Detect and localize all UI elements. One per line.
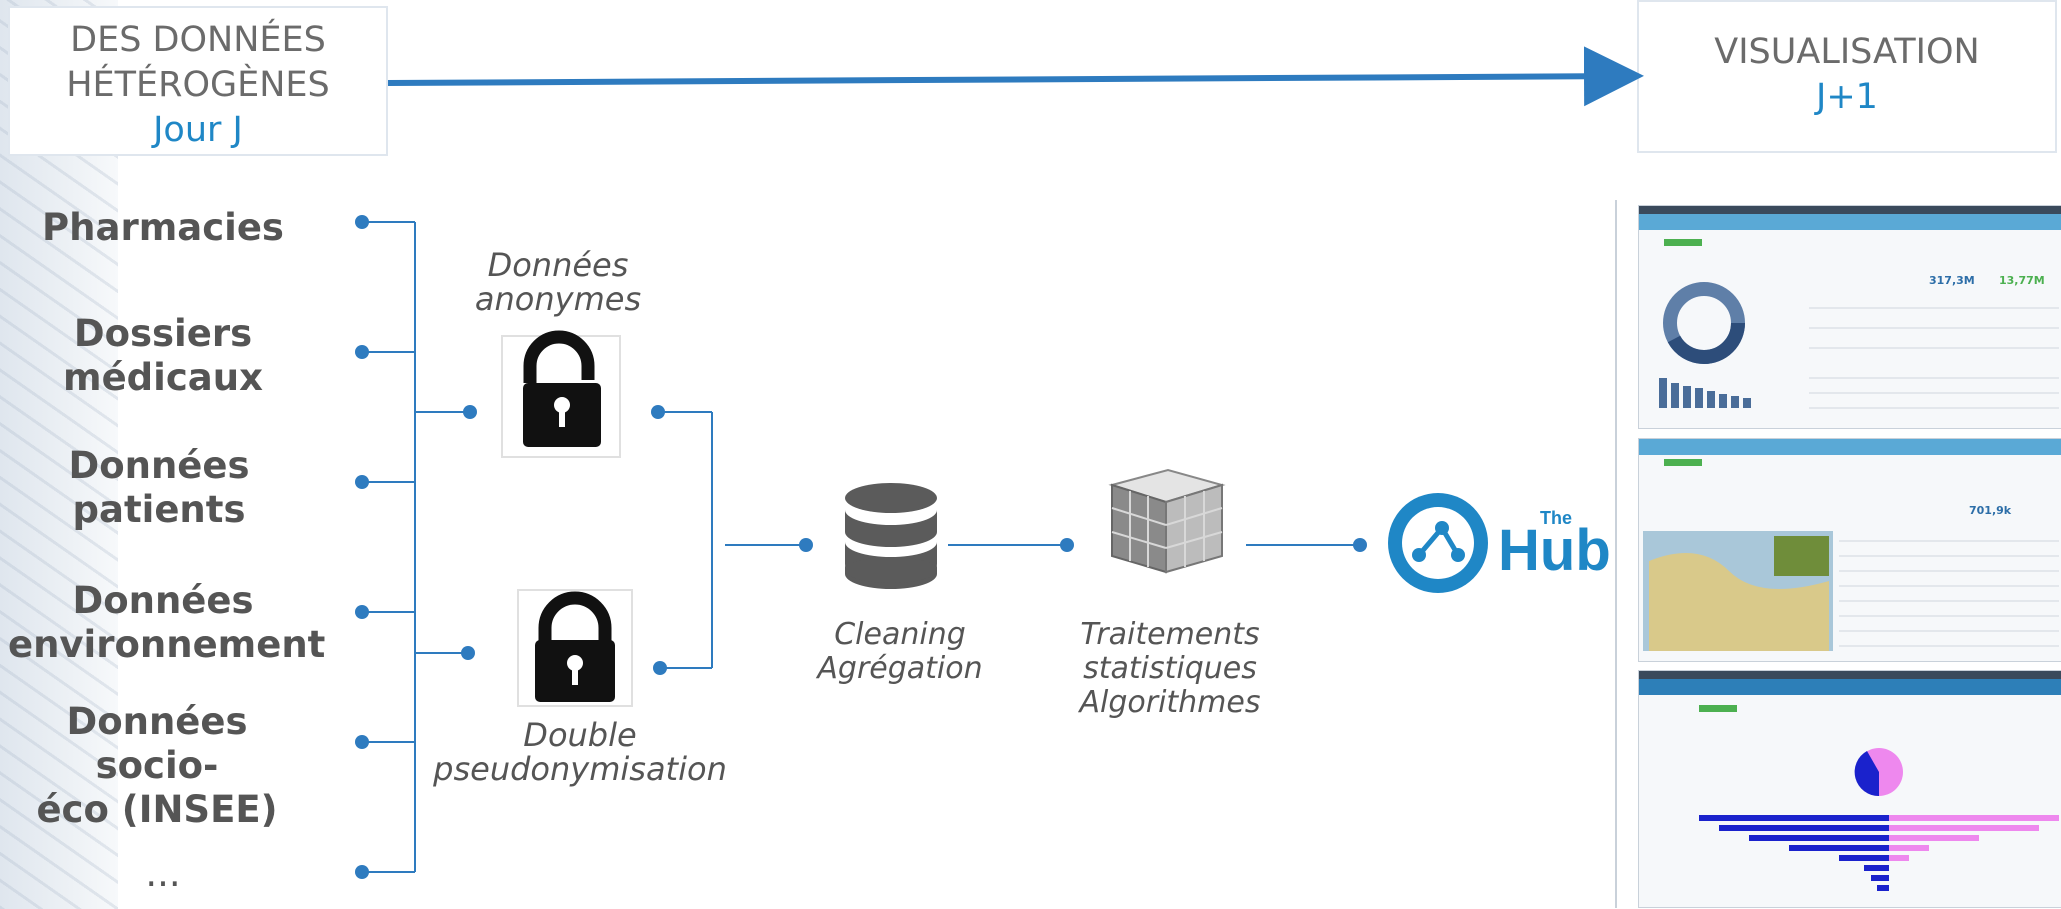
unlocked-padlock-icon — [501, 330, 621, 458]
dot-pharmacies — [355, 215, 369, 229]
database-icon — [845, 483, 937, 589]
source-connectors — [362, 221, 1360, 873]
connector-dots — [355, 215, 1367, 879]
source-header-line2: HÉTÉROGÈNES — [66, 65, 330, 105]
kpi-value-1: 317,3M — [1929, 274, 1975, 287]
source-label-more: ... — [145, 852, 181, 895]
dashboard-3-graphics — [1699, 748, 2059, 891]
dot-anon-in — [463, 405, 477, 419]
kpi-value-3: 701,9k — [1969, 504, 2012, 517]
hub-big-text: Hub — [1498, 518, 1611, 583]
hub-logo-icon: The Hub — [1388, 493, 1611, 593]
dot-environnement — [355, 605, 369, 619]
kpi-value-2: 13,77M — [1999, 274, 2045, 287]
dashboard-screenshot-3 — [1638, 670, 2061, 908]
dot-insee — [355, 735, 369, 749]
visualisation-header-box: VISUALISATION J+1 — [1637, 0, 2057, 153]
dot-cube-in — [1060, 538, 1074, 552]
divider-line — [1615, 200, 1617, 908]
dot-more — [355, 865, 369, 879]
visualisation-day: J+1 — [1816, 77, 1878, 117]
dot-patients — [355, 475, 369, 489]
dot-pseudo-in — [461, 646, 475, 660]
dashboard-screenshot-1: 317,3M 13,77M — [1638, 205, 2061, 429]
source-label-insee: Données socio-éco (INSEE) — [36, 700, 278, 831]
source-header-box: DES DONNÉES HÉTÉROGÈNES Jour J — [8, 6, 388, 156]
cube-icon — [1108, 468, 1226, 574]
locked-padlock-icon — [517, 589, 633, 707]
dot-db-in — [799, 538, 813, 552]
dot-pseudo-out — [653, 661, 667, 675]
dashboard-2-graphics — [1643, 531, 2059, 651]
hub-small-text: The — [1540, 508, 1572, 528]
dot-anon-out — [651, 405, 665, 419]
timeline-arrow — [387, 46, 1644, 107]
source-header-line1: DES DONNÉES — [70, 20, 326, 60]
dot-dossiers — [355, 345, 369, 359]
visualisation-title: VISUALISATION — [1714, 32, 1980, 72]
dot-hub-in — [1353, 538, 1367, 552]
source-header-day: Jour J — [153, 110, 243, 150]
dashboard-1-graphics — [1659, 282, 2059, 409]
source-label-pharmacies: Pharmacies — [42, 206, 284, 249]
dashboard-screenshot-2: 701,9k — [1638, 438, 2061, 662]
